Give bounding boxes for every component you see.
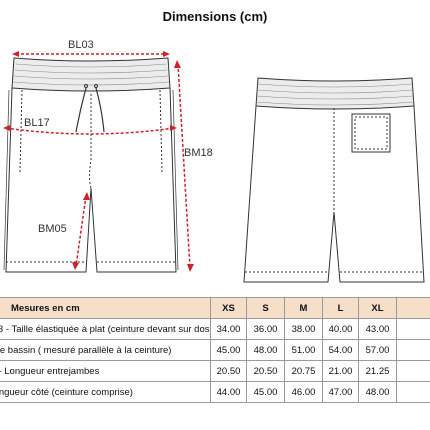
- table-cell: 45.00: [210, 339, 247, 361]
- column-header: Mesures en cm: [0, 297, 211, 319]
- table-header-row: Mesures en cm XS S M L XL: [0, 297, 430, 319]
- table-cell: 46.00: [284, 381, 323, 403]
- table-row: BL17 - Tour de bassin ( mesuré parallèle…: [0, 339, 430, 361]
- bl03-arrow-right-icon: [163, 51, 170, 57]
- row-label: BM18 - Longueur côté (ceinture comprise): [0, 381, 211, 403]
- table-cell: [396, 360, 430, 382]
- bm18-line: [177, 63, 191, 269]
- table-cell: 21.25: [358, 360, 397, 382]
- bm05-arrow-bottom-icon: [72, 262, 79, 270]
- bl17-line: [5, 127, 175, 135]
- size-table: Mesures en cm XS S M L XL BL03 - Taille …: [0, 297, 430, 403]
- label-bl03: BL03: [68, 39, 94, 51]
- column-header: L: [322, 297, 359, 319]
- bl17-arrow-right-icon: [170, 125, 177, 131]
- table-cell: 47.00: [322, 381, 359, 403]
- table-cell: 21.00: [322, 360, 359, 382]
- table-cell: 38.00: [284, 318, 323, 340]
- table-cell: 45.00: [246, 381, 285, 403]
- label-bm18: BM18: [184, 147, 213, 159]
- column-header: XS: [210, 297, 247, 319]
- table-cell: 40.00: [322, 318, 359, 340]
- table-cell: 43.00: [358, 318, 397, 340]
- row-label: BM05 - Longueur entrejambes: [0, 360, 211, 382]
- table-row: BM05 - Longueur entrejambes 20.50 20.50 …: [0, 360, 430, 382]
- bl17-arrow-left-icon: [3, 125, 10, 131]
- table-cell: 36.00: [246, 318, 285, 340]
- table-cell: [396, 318, 430, 340]
- table-cell: 20.75: [284, 360, 323, 382]
- table-cell: 51.00: [284, 339, 323, 361]
- table-row: BM18 - Longueur côté (ceinture comprise)…: [0, 381, 430, 403]
- label-bl17: BL17: [24, 117, 50, 129]
- back-shorts-drawing: [243, 77, 425, 283]
- table-cell: 54.00: [322, 339, 359, 361]
- size-table-container: Mesures en cm XS S M L XL BL03 - Taille …: [0, 297, 430, 409]
- table-cell: 57.00: [358, 339, 397, 361]
- front-shorts-drawing: [3, 57, 179, 273]
- label-bm05: BM05: [38, 223, 67, 235]
- bl03-arrow-left-icon: [12, 51, 19, 57]
- table-cell: 48.00: [358, 381, 397, 403]
- table-cell: 48.00: [246, 339, 285, 361]
- table-cell: [396, 339, 430, 361]
- table-cell: 20.50: [210, 360, 247, 382]
- table-cell: 44.00: [210, 381, 247, 403]
- bm18-arrow-bottom-icon: [187, 264, 194, 272]
- column-header: M: [284, 297, 323, 319]
- column-header: XL: [358, 297, 397, 319]
- bm18-arrow-top-icon: [174, 60, 181, 68]
- column-header: S: [246, 297, 285, 319]
- table-cell: [396, 381, 430, 403]
- bm05-arrow-top-icon: [83, 192, 90, 200]
- bm05-line: [75, 195, 87, 267]
- page-title: Dimensions (cm): [162, 9, 268, 24]
- table-cell: 34.00: [210, 318, 247, 340]
- shorts-technical-drawing: BL03 BL17 BM18 BM05: [3, 39, 425, 283]
- row-label: BL17 - Tour de bassin ( mesuré parallèle…: [0, 339, 211, 361]
- table-cell: 20.50: [246, 360, 285, 382]
- table-row: BL03 - Taille élastiquée à plat (ceintur…: [0, 318, 430, 340]
- row-label: BL03 - Taille élastiquée à plat (ceintur…: [0, 318, 211, 340]
- column-header: [396, 297, 430, 319]
- measurement-lines: [3, 51, 194, 272]
